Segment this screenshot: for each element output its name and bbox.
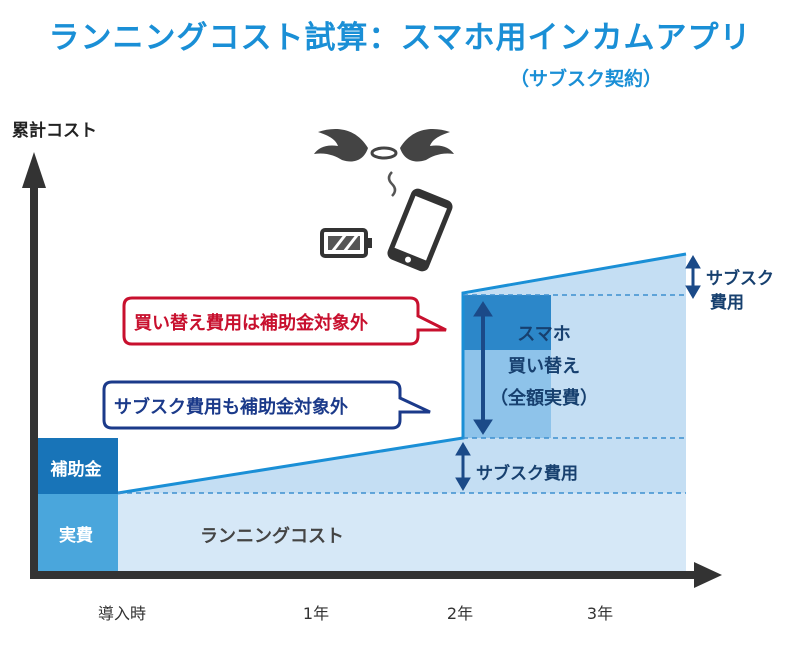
callout-navy-text: サブスク費用も補助金対象外 (114, 397, 348, 418)
running-cost-label: ランニングコスト (200, 526, 344, 547)
callout-navy (102, 380, 431, 430)
angel-wings-icon (314, 129, 454, 197)
subscription-lower-label: サブスク費用 (476, 464, 578, 484)
x-axis-arrow (694, 562, 722, 588)
replacement-label-line1: スマホ (517, 324, 571, 345)
x-tick-2y: 2年 (446, 604, 474, 623)
smartphone-icon (387, 188, 453, 272)
callout-red (122, 296, 447, 346)
replacement-label-line3: （全額実費） (490, 388, 598, 409)
x-tick-3y: 3年 (586, 604, 614, 623)
cumulative-cost-line (117, 252, 687, 495)
replacement-label-line2: 買い替え (508, 356, 580, 377)
actual-cost-box (34, 494, 118, 572)
replacement-arrow (473, 301, 493, 435)
subscription-lower-arrow (455, 442, 471, 491)
y-axis-arrow (22, 152, 46, 188)
subscription-upper-arrow (685, 255, 701, 299)
replacement-bar-top (463, 295, 551, 350)
running-cost-growth-area (118, 254, 686, 493)
running-cost-base-area (118, 493, 686, 572)
page-title: ランニングコスト試算：スマホ用インカムアプリ (48, 20, 752, 56)
actual-cost-box-label: 実費 (59, 526, 93, 546)
callout-red-text: 買い替え費用は補助金対象外 (134, 313, 368, 334)
battery-low-icon (320, 228, 372, 258)
page-subtitle: （サブスク契約） (510, 68, 663, 90)
x-tick-intro: 導入時 (97, 604, 146, 623)
subsidy-box-label: 補助金 (50, 460, 102, 480)
subscription-upper-label-line2: 費用 (710, 293, 744, 313)
y-axis-label: 累計コスト (12, 121, 97, 141)
x-tick-1y: 1年 (302, 604, 330, 623)
subsidy-box (34, 438, 118, 494)
subscription-upper-label-line1: サブスク (706, 269, 774, 289)
